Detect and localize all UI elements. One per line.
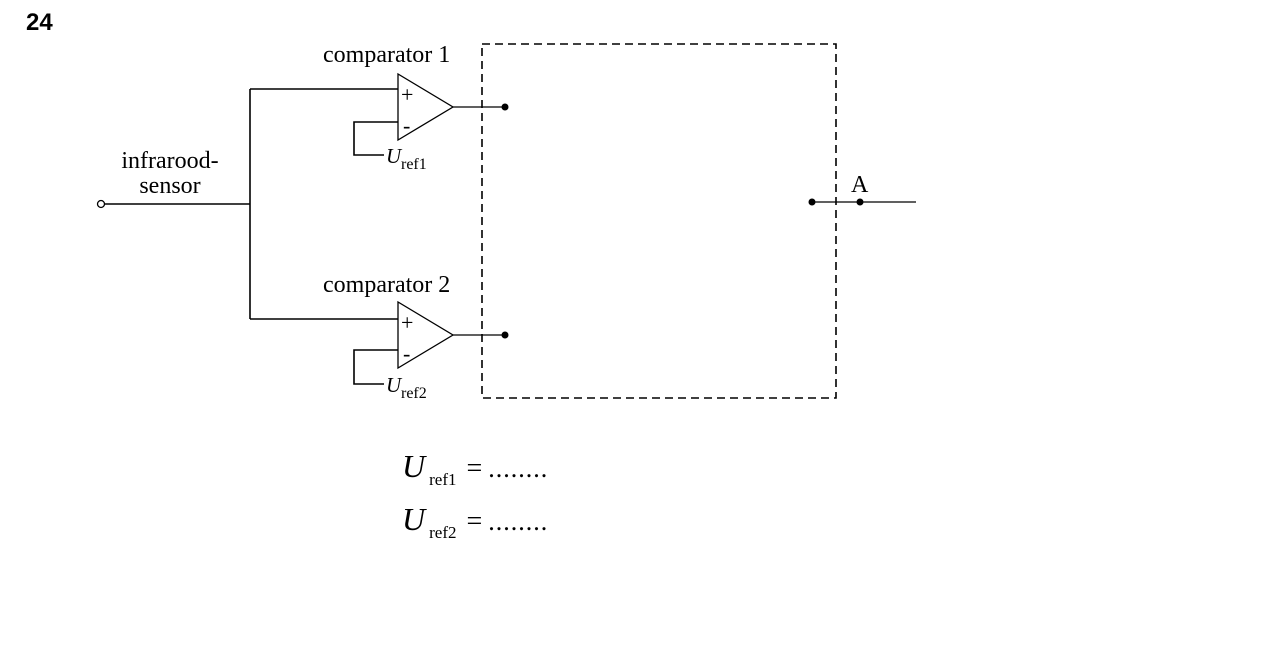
answer-uref1-equals: = (466, 453, 483, 484)
comparator1-minus: - (403, 113, 410, 138)
comparator2-label: comparator 2 (323, 272, 450, 298)
uref2-symbol: U (386, 373, 403, 397)
sensor-input-terminal (96, 199, 106, 209)
comparator1-symbol (397, 72, 455, 142)
logic-box-dashed (481, 43, 837, 399)
point-a-node (856, 198, 864, 206)
answer-uref1-blank[interactable]: ........ (488, 454, 549, 483)
uref1-subscript: ref1 (401, 156, 427, 173)
comparator1-output-node (501, 103, 509, 111)
answer-uref2-subscript: ref2 (429, 523, 457, 542)
comparator2-output-node (501, 331, 509, 339)
comparator2-plus: + (401, 310, 413, 335)
uref2-subscript: ref2 (401, 385, 427, 402)
comparator2-symbol (397, 300, 455, 370)
comparator2-minus: - (403, 341, 410, 366)
question-number: 24 (26, 9, 53, 36)
point-a-label: A (851, 172, 869, 198)
answer-uref2-symbol: U (402, 501, 426, 537)
answer-uref1-symbol: U (402, 448, 426, 484)
comparator1-plus: + (401, 82, 413, 107)
comparator2-ref-wire (353, 349, 398, 385)
uref1-symbol: U (386, 144, 403, 168)
answer-uref2-equals: = (466, 506, 483, 537)
sensor-label-line1: infrarood- (121, 148, 218, 174)
sensor-label-line2: sensor (139, 173, 200, 199)
comparator1-label: comparator 1 (323, 42, 450, 68)
answer-uref1-subscript: ref1 (429, 470, 457, 489)
answer-uref2-blank[interactable]: ........ (488, 507, 549, 536)
comparator1-ref-wire (353, 121, 398, 156)
